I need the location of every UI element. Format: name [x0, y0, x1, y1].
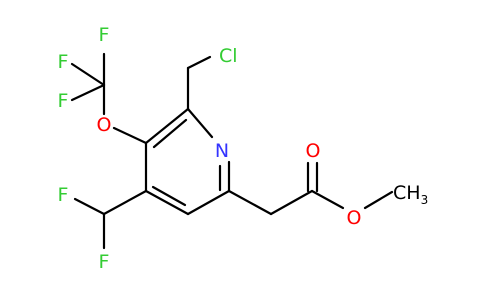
atom-f-cf3-top: F [99, 24, 110, 46]
bond-c4-chf2 [102, 189, 148, 216]
atom-f-chf2-upper: F [58, 184, 69, 206]
bond-c3-c2 [144, 107, 190, 145]
bond-c2-n1 [186, 107, 214, 139]
atom-f-chf2-lower: F [99, 251, 110, 273]
bond-c6-ch2 [227, 189, 273, 216]
atom-methyl-symbol: CH [393, 182, 421, 204]
bond-co-o-single [310, 189, 345, 210]
bond-lines [70, 52, 394, 250]
bond-o-ch3 [363, 190, 394, 210]
atom-o-ether: O [97, 114, 112, 136]
atom-o-ester: O [347, 207, 362, 229]
atom-f-cf3-left-lower: F [58, 90, 69, 112]
bond-c3-c2-inner [152, 118, 188, 149]
bond-c5-c4-inner [151, 185, 187, 207]
bond-chf2-f-upper [73, 197, 106, 216]
bond-ch2-co [269, 189, 314, 216]
atom-o-carbonyl: O [306, 140, 321, 162]
bond-cf3-f-upper [70, 62, 106, 87]
bond-c3-o [112, 126, 148, 145]
bond-cf3-f-lower [70, 83, 106, 102]
atom-labels: N O O O Cl F F F F F CH3 [58, 24, 429, 273]
atom-cl: Cl [219, 45, 238, 67]
bond-c6-c5 [186, 189, 231, 216]
atom-n1: N [215, 140, 229, 162]
bond-c5-c4 [144, 189, 190, 216]
atom-methyl-subscript: 3 [421, 193, 429, 207]
atom-methyl: CH3 [393, 182, 428, 207]
bond-ch2-cl [186, 55, 212, 70]
atom-f-cf3-left-upper: F [58, 51, 69, 73]
